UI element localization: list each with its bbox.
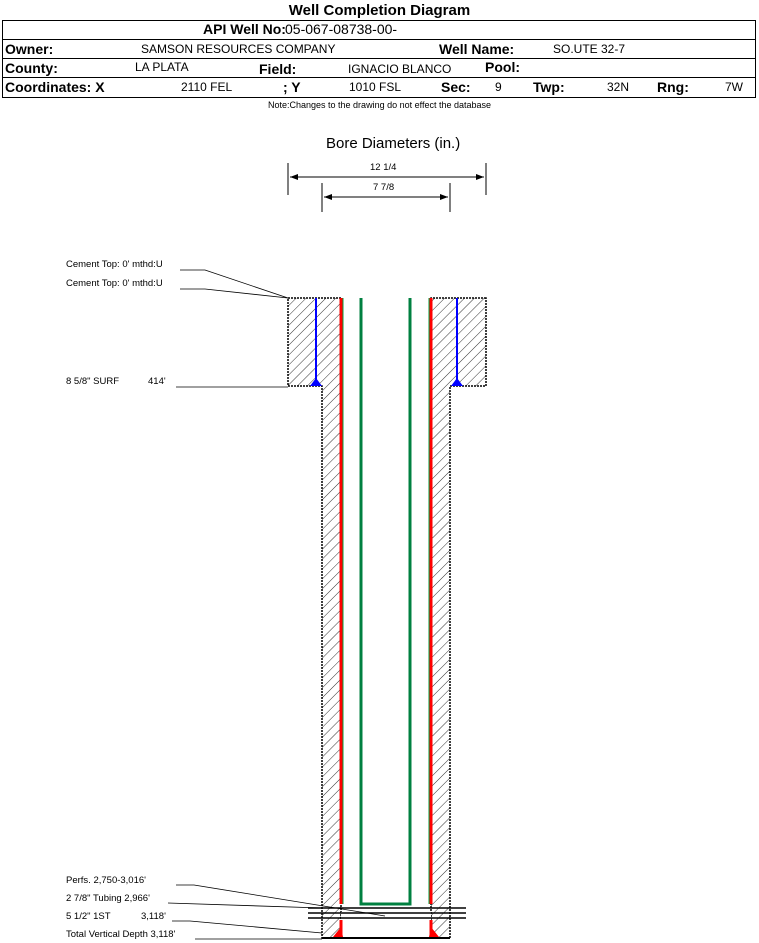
county-row: County: LA PLATA Field: IGNACIO BLANCO P… [3,58,755,77]
rng-label: Rng: [657,79,689,95]
coord-x-label: Coordinates: X [5,79,105,95]
field-value: IGNACIO BLANCO [348,62,452,76]
bore-outer-label: 12 1/4 [370,162,397,173]
owner-row: Owner: SAMSON RESOURCES COMPANY Well Nam… [3,39,755,58]
bore-dimension-lines [287,163,487,212]
owner-value: SAMSON RESOURCES COMPANY [141,42,336,56]
tvd-label: Total Vertical Depth 3,118' [66,929,176,940]
perfs-label: Perfs. 2,750-3,016' [66,875,146,886]
page-title: Well Completion Diagram [288,2,471,19]
coord-y-value: 1010 FSL [349,80,402,94]
surf-casing-depth: 414' [148,376,166,387]
cement-top-label-2: Cement Top: 0' mthd:U [66,278,163,289]
sec-value: 9 [495,80,502,94]
rng-value: 7W [725,80,743,94]
api-value: 05-067-08738-00- [285,21,398,37]
leader-lines [167,269,386,940]
county-label: County: [5,60,58,76]
tubing-label: 2 7/8" Tubing 2,966' [66,893,150,904]
prod-casing-label: 5 1/2" 1ST [66,911,111,922]
owner-label: Owner: [5,41,54,57]
production-casing [333,298,439,937]
note: Note:Changes to the drawing do not effec… [268,100,491,110]
bore-inner-label: 7 7/8 [373,182,395,193]
api-label: API Well No: [203,21,286,37]
county-value: LA PLATA [135,60,189,74]
bore-diameters-title: Bore Diameters (in.) [326,135,461,152]
field-label: Field: [259,61,297,77]
sec-label: Sec: [441,79,471,95]
coord-y-label: ; Y [283,79,301,95]
prod-casing-depth: 3,118' [141,911,166,922]
coordinates-row: Coordinates: X 2110 FEL ; Y 1010 FSL Sec… [3,77,755,96]
cement-hatch [287,297,487,939]
well-header-table: API Well No: 05-067-08738-00- Owner: SAM… [2,20,756,98]
surf-casing-label: 8 5/8" SURF [66,376,120,387]
well-name-value: SO.UTE 32-7 [553,42,626,56]
cement-top-label-1: Cement Top: 0' mthd:U [66,259,163,270]
tubing [359,298,412,906]
coord-x-value: 2110 FEL [181,80,233,94]
twp-label: Twp: [533,79,565,95]
well-name-label: Well Name: [439,41,515,57]
surface-casing [310,298,463,386]
twp-value: 32N [607,80,630,94]
pool-label: Pool: [485,59,520,75]
